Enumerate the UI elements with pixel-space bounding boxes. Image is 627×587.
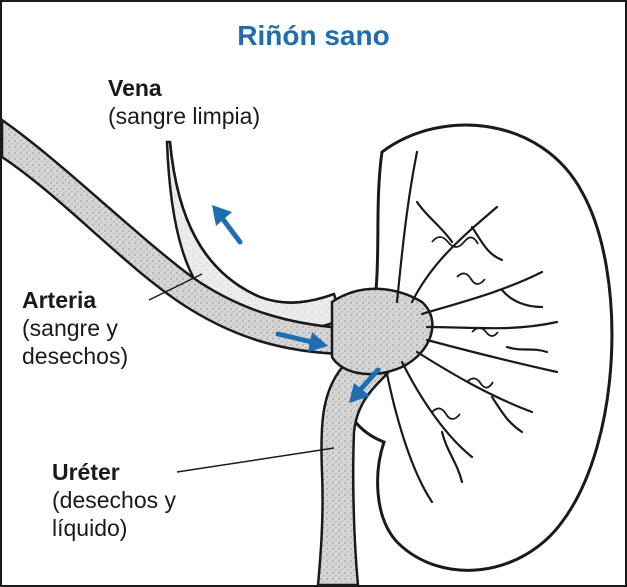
label-vena-name: Vena <box>108 75 162 101</box>
label-arteria-note-1: (sangre y <box>22 315 118 341</box>
vein-flow-arrow <box>212 205 240 242</box>
label-arteria-name: Arteria <box>22 287 96 313</box>
label-arteria: Arteria (sangre y desechos) <box>22 286 128 370</box>
label-arteria-note-2: desechos) <box>22 343 128 369</box>
label-ureter-note-2: líquido) <box>52 515 127 541</box>
label-vena: Vena (sangre limpia) <box>108 74 260 130</box>
label-ureter-note-1: (desechos y <box>52 487 176 513</box>
label-ureter-name: Uréter <box>52 459 120 485</box>
label-ureter: Uréter (desechos y líquido) <box>52 458 176 542</box>
diagram-title: Riñón sano <box>2 20 625 52</box>
ureter-leader-line <box>177 448 334 472</box>
label-vena-note: (sangre limpia) <box>108 103 260 129</box>
